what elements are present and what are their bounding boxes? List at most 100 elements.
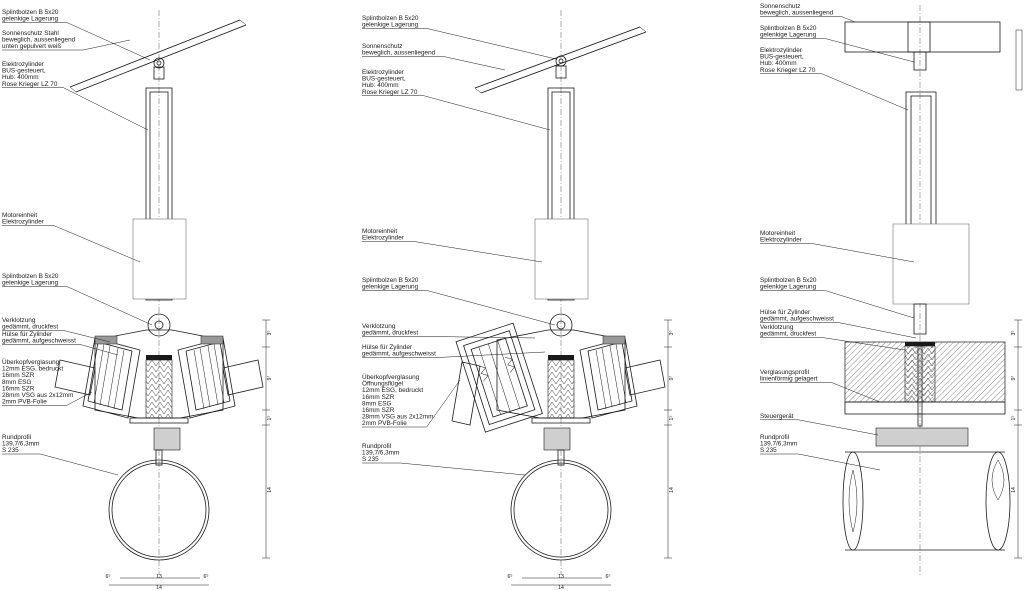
callout-text: Verklotzung [760, 324, 794, 331]
callout-leader [400, 462, 526, 476]
callout-text: Sonnenschutz Stahl [2, 30, 59, 37]
callout-leader [811, 243, 915, 263]
callout-text: Motoreinheit [362, 228, 397, 235]
callout-leader [66, 391, 93, 406]
callout-text: Elektrozylinder [760, 47, 803, 54]
callout-leader [79, 344, 119, 356]
callout-text: S 235 [362, 456, 379, 463]
callout-text: Verklotzung [362, 323, 396, 330]
callout-text: gelenkige Lagerung [362, 22, 419, 29]
callout-text: Hub: 400mm [362, 82, 399, 89]
dimension-side: 9⁷ [267, 375, 273, 380]
callout-leader [40, 453, 119, 476]
callout-leader [83, 39, 131, 51]
callout-leader [443, 56, 506, 71]
callout-text: 139,7/6,3mm [362, 450, 399, 457]
callout-leader [821, 337, 906, 351]
callout-text: S 235 [2, 447, 19, 454]
callout-text: gelenkige Lagerung [760, 32, 817, 39]
callout-text: Elektrozylinder [760, 237, 803, 244]
callout-text: gelenkige Lagerung [2, 280, 59, 287]
callout-text: beweglich, aussenliegend [362, 50, 436, 57]
callout-text: Überkopfverglasung [362, 373, 420, 381]
dimension-bottom: 6⁵ [203, 574, 208, 580]
callout-text: beweglich, aussenliegend [760, 10, 834, 17]
callout-leader [831, 382, 881, 403]
callout-text: Sonnenschutz [362, 43, 403, 50]
callout-text: gedämmt, druckfest [760, 331, 816, 338]
dimension-bottom: 14 [558, 585, 564, 591]
callout-text: 2mm PVB-Folie [2, 399, 47, 406]
dimension-side: 14 [669, 487, 675, 493]
callout-text: gelenkige Lagerung [2, 16, 59, 23]
callout-right-8: Steuergerät [760, 413, 879, 436]
callout-text: Rose Krieger LZ 70 [760, 67, 816, 74]
callout-leader [821, 73, 909, 111]
callout-leader [837, 322, 917, 339]
callout-leader [426, 290, 556, 326]
callout-text: Splintbolzen B 5x20 [362, 277, 419, 284]
callout-leader [439, 351, 546, 358]
callout-text: Splintbolzen B 5x20 [362, 15, 419, 22]
callout-text: Rundprofil [362, 443, 391, 450]
callout-text: 8mm ESG [2, 379, 32, 386]
callout-leader [413, 241, 543, 263]
callout-text: Verglasungsprofil [760, 369, 809, 376]
callout-text: Rundprofil [2, 434, 31, 441]
callout-text: 16mm SZR [362, 394, 395, 401]
callout-leader [53, 225, 141, 263]
callout-text: Hülse für Zylinder [2, 331, 53, 338]
dimension-bottom: 14 [156, 585, 162, 591]
callout-text: Elektrozylinder [362, 69, 405, 76]
dimension-bottom: 13 [156, 574, 162, 580]
callout-text: Motoreinheit [760, 230, 795, 237]
callout-text: Elektrozylinder [362, 235, 405, 242]
callout-text: gelenkige Lagerung [362, 284, 419, 291]
callout-text: 28mm VSG aus 2x12mm [2, 392, 73, 399]
dimension-bottom: 6⁵ [605, 574, 610, 580]
view-left-section [54, 10, 270, 586]
view-middle-section [451, 10, 672, 586]
callout-leader [841, 16, 856, 23]
callout-text: 139,7/6,3mm [760, 441, 797, 448]
dimension-side: 1⁵ [669, 415, 675, 420]
callout-text: 28mm VSG aus 2x12mm [362, 414, 433, 421]
dimension-side: 3⁰ [1011, 331, 1017, 336]
callout-leader [426, 28, 557, 60]
callout-text: BUS-gesteuert, [2, 68, 46, 75]
dimension-side: 3⁰ [267, 331, 273, 336]
callout-text: gedämmt, druckfest [362, 330, 418, 337]
callout-text: Rundprofil [760, 434, 789, 441]
callout-text: gelenkige Lagerung [760, 284, 817, 291]
dimension-side: 9⁷ [669, 375, 675, 380]
callout-text: Splintbolzen B 5x20 [2, 273, 59, 280]
callout-leader [423, 95, 551, 131]
dimension-side: 3⁰ [669, 331, 675, 336]
dimension-side: 9⁷ [1011, 375, 1017, 380]
callout-text: Rose Krieger LZ 70 [2, 81, 58, 88]
callout-leader [63, 87, 149, 131]
callout-leader [66, 286, 153, 326]
callout-text: 12mm ESG, bedruckt [2, 366, 63, 373]
dimension-side: 14 [1011, 487, 1017, 493]
dimension-bottom: 13 [558, 574, 564, 580]
